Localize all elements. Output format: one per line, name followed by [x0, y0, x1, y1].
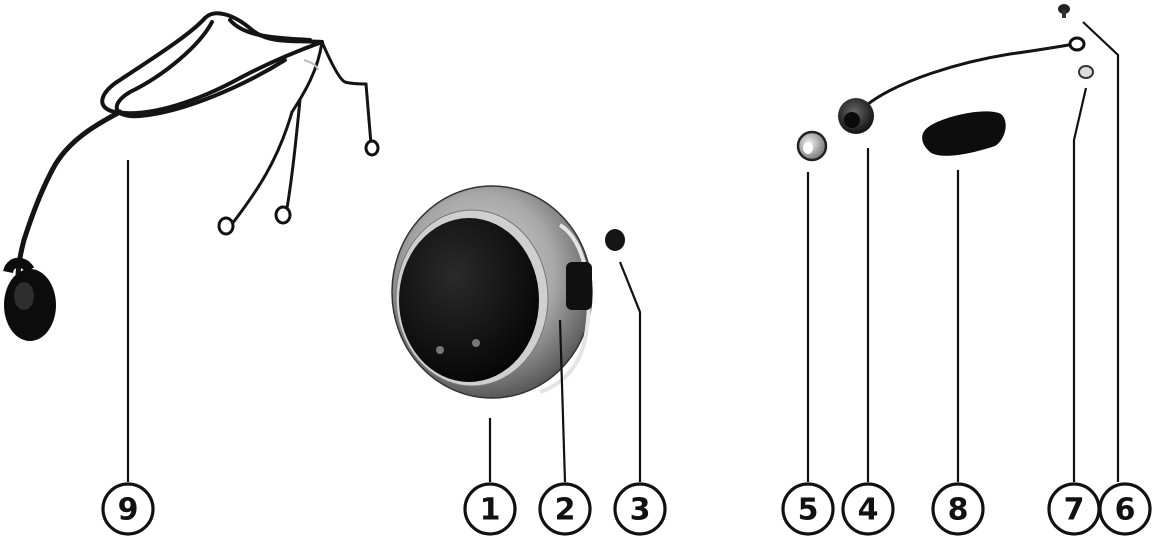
callout-number: 9: [118, 493, 139, 528]
callout-9: 9: [101, 482, 155, 536]
leader-line: [618, 261, 642, 482]
callout-number: 8: [948, 493, 969, 528]
ring-terminal: [217, 216, 235, 236]
housing-assembly: [391, 185, 593, 399]
housing-bracket: [566, 262, 592, 310]
leader-line: [558, 319, 567, 483]
callout-4: 4: [841, 482, 895, 536]
callout-1: 1: [463, 482, 517, 536]
callout-number: 1: [480, 493, 501, 528]
ring-terminal: [364, 139, 380, 157]
socket: [838, 36, 1086, 134]
callout-7: 7: [1047, 482, 1101, 536]
small-nut: [1078, 65, 1094, 79]
callout-number: 2: [555, 493, 576, 528]
callout-5: 5: [781, 482, 835, 536]
callout-6: 6: [1098, 482, 1152, 536]
callout-number: 5: [798, 493, 819, 528]
callout-number: 3: [630, 493, 651, 528]
ring-terminal: [1068, 36, 1086, 52]
sleeve: [922, 111, 1006, 156]
small-cap: [605, 229, 625, 251]
callout-number: 6: [1115, 493, 1136, 528]
leader-line: [1082, 21, 1120, 482]
housing-face: [399, 218, 539, 382]
wiring-harness: [3, 11, 380, 341]
callout-number: 7: [1064, 493, 1085, 528]
callout-2: 2: [538, 482, 592, 536]
screw: [1058, 4, 1070, 18]
bulb: [796, 130, 828, 162]
wire-plug: [3, 257, 56, 341]
callout-8: 8: [931, 482, 985, 536]
callout-3: 3: [613, 482, 667, 536]
leader-lines: [126, 21, 1120, 483]
callout-number: 4: [858, 493, 879, 528]
ring-terminal: [274, 205, 292, 225]
leader-line: [1072, 87, 1088, 482]
